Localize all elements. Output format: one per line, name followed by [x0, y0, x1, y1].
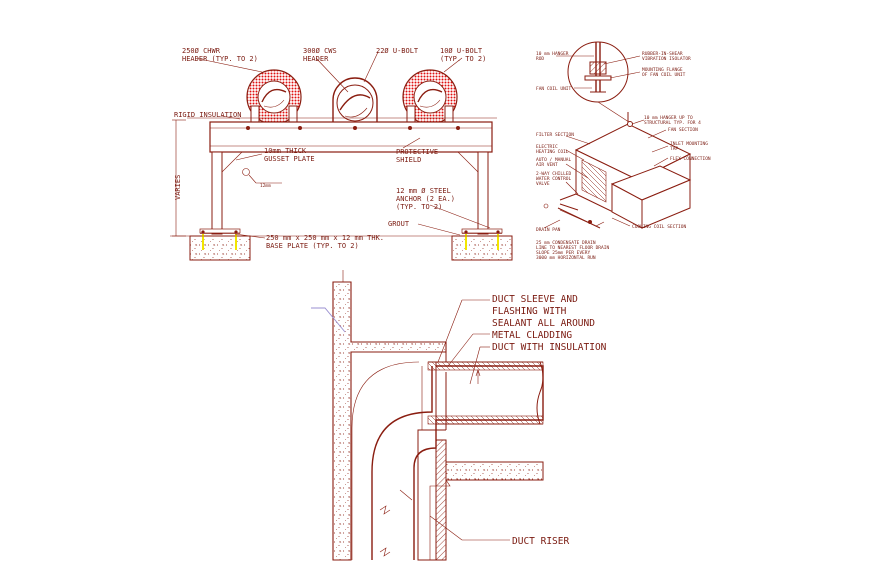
duct-riser-detail: DUCT SLEEVE AND FLASHING WITH SEALANT AL…: [311, 270, 607, 561]
fcu-air-vent-2: AIR VENT: [536, 162, 558, 168]
fcu-hanger-detail: 10 mm HANGER ROD RUBBER-IN-SHEAR VIBRATI…: [536, 41, 711, 261]
fcu-fan-coil: FAN COIL UNIT: [536, 86, 572, 92]
fcu-flange-1: MOUNTING FLANGE: [642, 67, 683, 73]
varies-label: VARIES: [174, 175, 182, 200]
fcu-valve-1: 2-WAY CHILLED: [536, 171, 572, 177]
label-shield-1: PROTECTIVE: [396, 148, 438, 156]
label-base-plate-2: BASE PLATE (TYP. TO 2): [266, 242, 359, 250]
fcu-condensate-1: 25 mm CONDENSATE DRAIN: [536, 240, 596, 246]
label-shield-2: SHIELD: [396, 156, 421, 164]
fcu-condensate-3: SLOPE 25mm PER EVERY: [536, 250, 590, 256]
label-anchor-1: 12 mm Ø STEEL: [396, 187, 451, 195]
label-gusset-2: GUSSET PLATE: [264, 155, 315, 163]
purple-leader: [311, 307, 346, 333]
duct-sleeve-1: DUCT SLEEVE AND: [492, 294, 578, 305]
left-column: [211, 151, 223, 235]
duct-sleeve-3: SEALANT ALL AROUND: [492, 318, 595, 329]
fcu-rubber-1: RUBBER-IN-SHEAR: [642, 51, 683, 57]
fcu-condensate-2: LINE TO NEAREST FLOOR DRAIN: [536, 245, 609, 251]
label-anchor-2: ANCHOR (2 EA.): [396, 195, 455, 203]
fcu-condensate-4: 3000 mm HORIZONTAL RUN: [536, 255, 596, 261]
label-grout: GROUT: [388, 220, 410, 228]
fcu-air-vent-1: AUTO / MANUAL: [536, 157, 572, 163]
fcu-flange-2: OF FAN COIL UNIT: [642, 72, 686, 78]
duct-sleeve-2: FLASHING WITH: [492, 306, 567, 317]
fcu-inlet-2: TAP: [670, 146, 678, 152]
fcu-valve-2: WATER CONTROL: [536, 176, 572, 182]
fcu-rubber-2: VIBRATION ISOLATOR: [642, 56, 691, 62]
label-cws-note: HEADER: [303, 55, 329, 63]
fcu-flex: FLEX CONNECTION: [670, 156, 711, 162]
duct-cladding: METAL CLADDING: [492, 330, 572, 341]
chwr-pipe: [246, 69, 302, 125]
label-cws: 300Ø CWS: [303, 47, 337, 55]
riser-wall-hatch: [435, 439, 447, 561]
fcu-heating-2: HEATING COIL: [536, 149, 569, 155]
fcu-hanger-up-2: STRUCTURAL TYP. FOR 4: [644, 120, 701, 126]
fcu-hanger-rod: 10 mm HANGER: [536, 51, 569, 57]
fcu-inlet-1: INLET MOUNTING: [670, 141, 708, 147]
duct-riser: DUCT RISER: [512, 536, 569, 547]
right-plinth: [451, 235, 513, 261]
fcu-cooling-coil: COOLING COIL SECTION: [632, 224, 686, 230]
label-anchor-3: (TYP. TO 2): [396, 203, 442, 211]
pipe-support-detail: VARIES 12mm 250Ø CHWR HEADER (TYP. TO 2)…: [170, 47, 513, 261]
fcu-fan-section: FAN SECTION: [668, 127, 698, 133]
label-base-plate-1: 250 mm x 250 mm x 12 mm THK.: [266, 234, 384, 242]
anchor-bolts: [202, 234, 499, 250]
support-beam: [209, 121, 493, 153]
left-plinth: [189, 235, 251, 261]
fcu-filter: FILTER SECTION: [536, 132, 574, 138]
label-chwr: 250Ø CHWR: [182, 47, 221, 55]
return-pipe: [402, 69, 458, 125]
duct-insulation: DUCT WITH INSULATION: [492, 342, 607, 353]
label-gusset-1: 10mm THICK: [264, 147, 307, 155]
label-ubolt-10: 10Ø U-BOLT: [440, 47, 483, 55]
label-chwr-note: HEADER (TYP. TO 2): [182, 55, 258, 63]
fcu-heating-1: ELECTRIC: [536, 144, 558, 150]
fcu-hanger-rod-2: ROD: [536, 56, 544, 62]
fcu-drain-pan: DRAIN PAN: [536, 227, 561, 233]
fcu-valve-3: VALVE: [536, 181, 550, 187]
label-rigid-insulation: RIGID INSULATION: [174, 111, 241, 119]
dim-12mm-label: 12mm: [260, 183, 271, 189]
cws-pipe: [332, 77, 378, 122]
label-ubolt-22: 22Ø U-BOLT: [376, 47, 419, 55]
fcu-hanger-up-1: 10 mm HANGER UP TO: [644, 115, 693, 121]
label-ubolt-10-note: (TYP. TO 2): [440, 55, 486, 63]
right-column: [477, 151, 489, 235]
